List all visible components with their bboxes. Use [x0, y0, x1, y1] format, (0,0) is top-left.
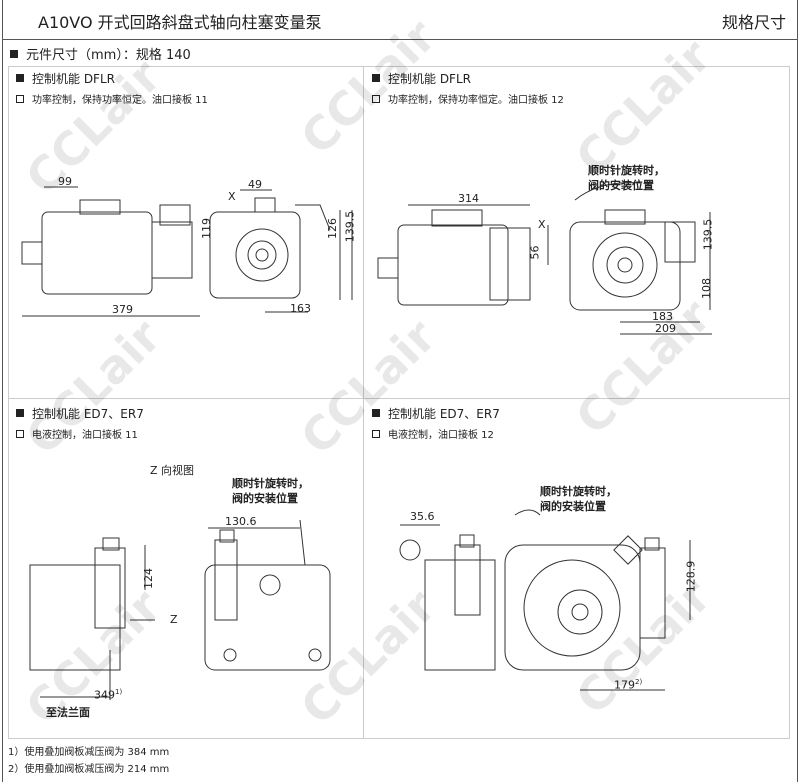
- dimension-label: 209: [655, 322, 676, 335]
- dimension-label: 163: [290, 302, 311, 315]
- dimension-label: 108: [700, 278, 713, 299]
- dimension-label: 183: [652, 310, 673, 323]
- dimension-label: 124: [142, 568, 155, 589]
- bullet-square-outline-icon: [372, 430, 380, 438]
- dimension-label: 35.6: [410, 510, 435, 523]
- pump-side-view: [29, 537, 155, 700]
- bullet-square-icon: [372, 409, 380, 417]
- panel-3-subtitle: 电液控制，油口接板 11: [16, 426, 138, 441]
- dimension-label: 56: [528, 245, 542, 260]
- panel-1-title: 控制机能 DFLR: [16, 70, 115, 87]
- dimension-label: X: [228, 190, 236, 203]
- dimension-label: 99: [58, 175, 72, 188]
- dimension-label: 139.5: [701, 218, 715, 251]
- bullet-square-icon: [10, 50, 18, 58]
- pump-front-view: [504, 509, 691, 691]
- page-title: A10VO 开式回路斜盘式轴向柱塞变量泵: [38, 13, 322, 32]
- dimension-label: 119: [200, 218, 213, 239]
- dimension-label: 130.6: [225, 515, 257, 528]
- installation-note: 顺时针旋转时，阀的安装位置: [588, 164, 665, 192]
- dimension-label: X: [538, 218, 546, 231]
- panel-3-title: 控制机能 ED7、ER7: [16, 405, 144, 422]
- footnote: 1）使用叠加阀板减压阀为 384 mm: [8, 747, 170, 758]
- drawing-grid: [8, 66, 790, 739]
- bullet-square-icon: [372, 74, 380, 82]
- installation-note: 顺时针旋转时，阀的安装位置: [232, 477, 309, 505]
- bullet-square-icon: [16, 74, 24, 82]
- dimension-label: 1792): [614, 678, 643, 692]
- dimension-label: 3491): [94, 688, 123, 702]
- bullet-square-icon: [16, 409, 24, 417]
- dimension-label: 314: [458, 192, 479, 205]
- divider: [8, 398, 790, 399]
- divider: [363, 66, 364, 739]
- bullet-square-outline-icon: [372, 95, 380, 103]
- bullet-square-outline-icon: [16, 430, 24, 438]
- header-right-label: 规格尺寸: [721, 13, 786, 32]
- panel-1-subtitle: 功率控制，保持功率恒定。油口接板 11: [16, 91, 208, 106]
- pump-side-view: [21, 186, 200, 317]
- header: A10VO 开式回路斜盘式轴向柱塞变量泵 规格尺寸: [2, 0, 798, 40]
- panel-4-subtitle: 电液控制，油口接板 12: [372, 426, 494, 441]
- section-title: 元件尺寸（mm）：规格 140: [10, 44, 191, 63]
- pump-side-view: [377, 204, 549, 306]
- dimension-label: 139.5: [343, 210, 357, 243]
- pump-side-view: [399, 524, 496, 671]
- footnote: 2）使用叠加阀板减压阀为 214 mm: [8, 764, 170, 775]
- dimension-label: Z: [170, 613, 178, 626]
- panel-2-title: 控制机能 DFLR: [372, 70, 471, 87]
- dimension-label: 126: [326, 218, 339, 239]
- bullet-square-outline-icon: [16, 95, 24, 103]
- panel-4-title: 控制机能 ED7、ER7: [372, 405, 500, 422]
- dimension-label: 49: [248, 178, 262, 191]
- pump-front-view: [569, 182, 712, 335]
- installation-note: 顺时针旋转时，阀的安装位置: [540, 485, 617, 513]
- dimension-label: 128.9: [684, 560, 698, 593]
- panel-2-subtitle: 功率控制，保持功率恒定。油口接板 12: [372, 91, 564, 106]
- view-label: Z 向视图: [150, 464, 195, 477]
- pump-z-view: [204, 519, 331, 671]
- dimension-label: 379: [112, 303, 133, 316]
- flange-label: 至法兰面: [46, 706, 90, 719]
- pump-front-view: [209, 189, 353, 313]
